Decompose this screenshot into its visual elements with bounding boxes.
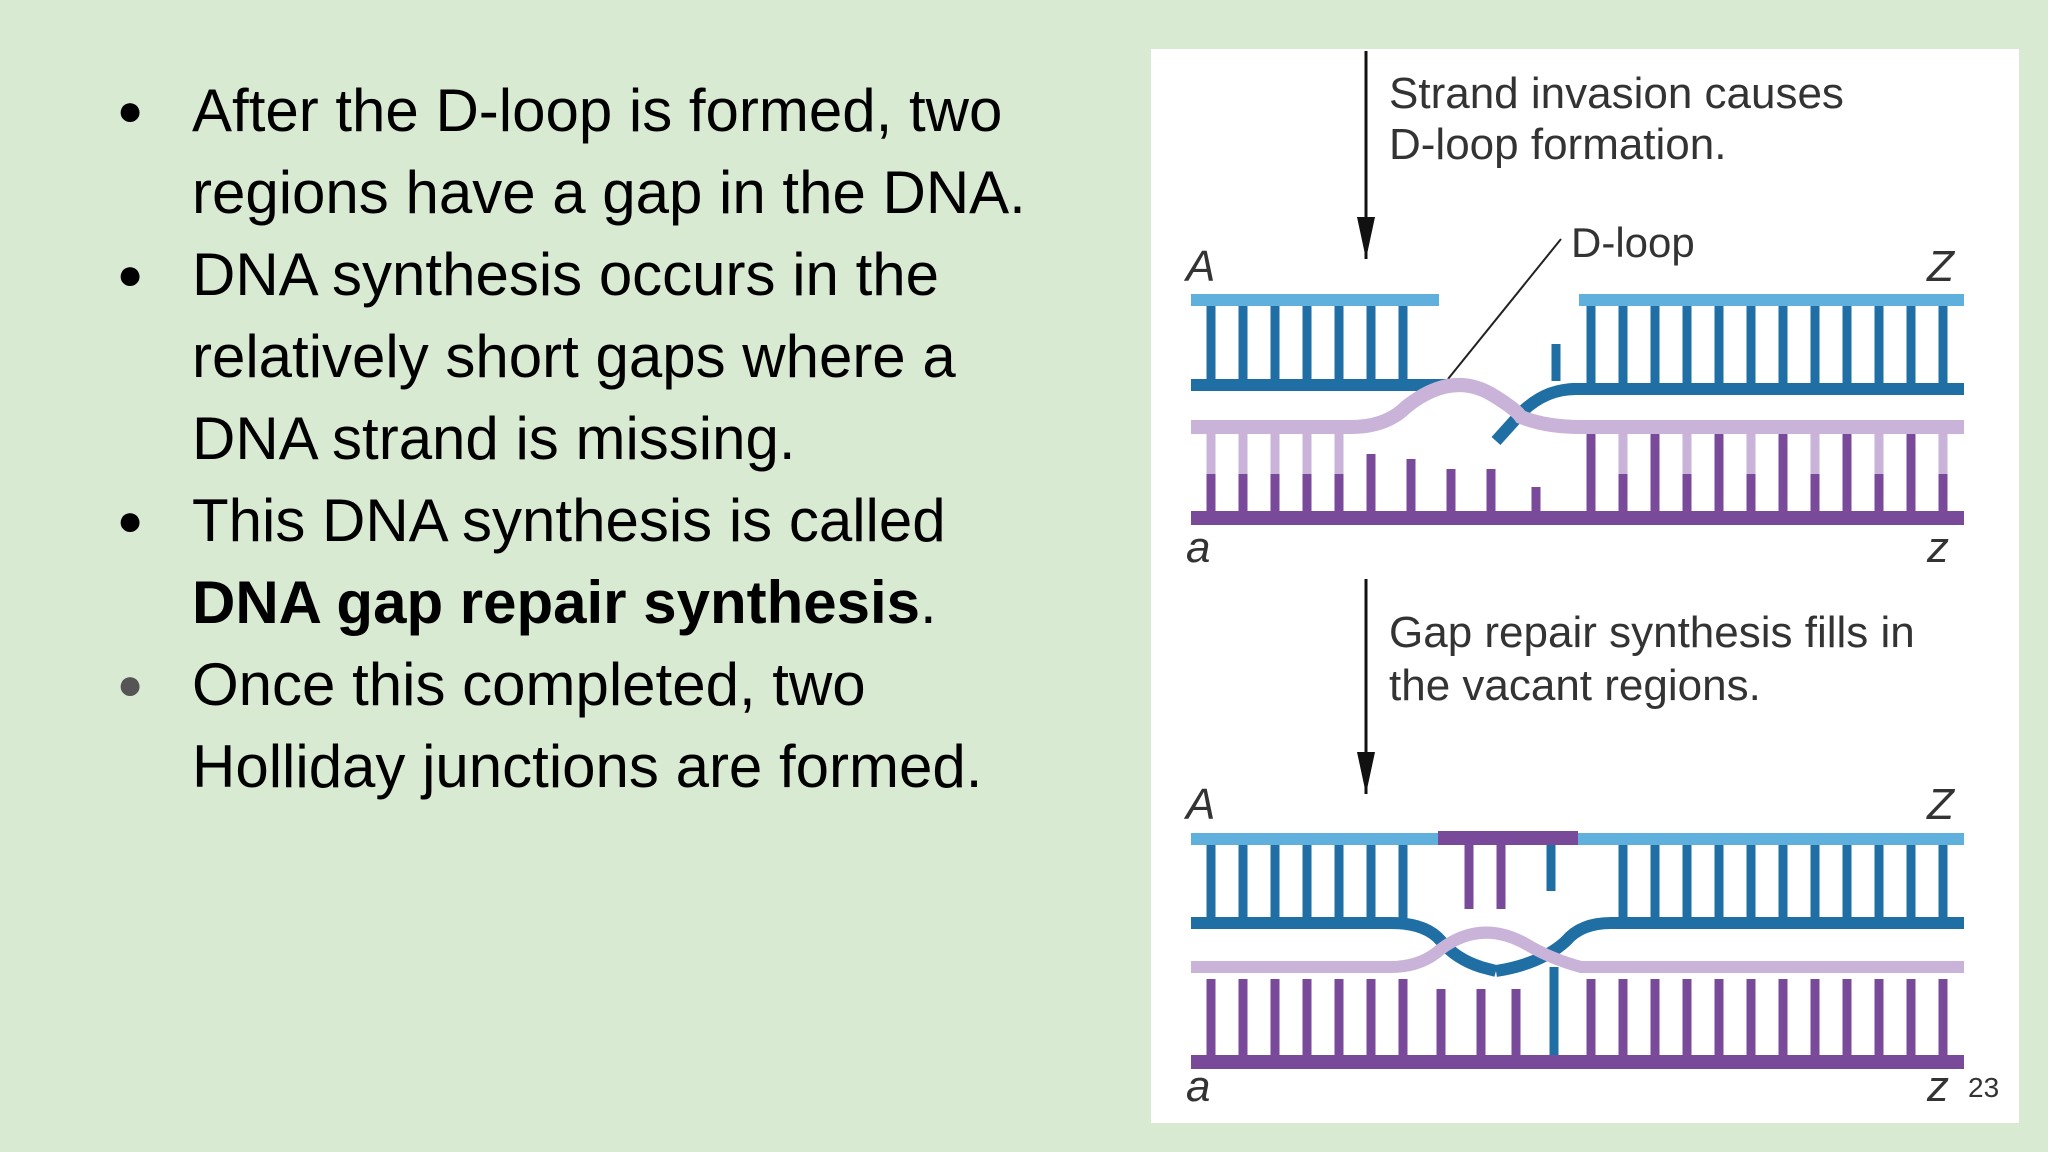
arrow-top-head bbox=[1357, 217, 1375, 259]
strand-blue-light-right bbox=[1579, 294, 1964, 306]
bullet-text-bold: DNA gap repair synthesis bbox=[192, 569, 920, 636]
page-number: 23 bbox=[1968, 1072, 2000, 1103]
bullet-item-4: ● Once this completed, two Holliday junc… bbox=[100, 644, 1080, 808]
rungs-purple-bottom bbox=[1206, 845, 1948, 1055]
repair-segment-purple bbox=[1438, 831, 1578, 845]
strand-purple-light-bottom bbox=[1191, 926, 1964, 973]
rungs-blue-top bbox=[1206, 306, 1948, 389]
bullet-item-3: ● This DNA synthesis is called DNA gap r… bbox=[100, 480, 1080, 644]
dna-diagram: Strand invasion causes D-loop formation.… bbox=[1151, 49, 2019, 1123]
bullet-item-1: ● After the D-loop is formed, two region… bbox=[100, 70, 1080, 234]
label-z-top: z bbox=[1926, 523, 1949, 572]
bullet-text-suffix: . bbox=[920, 569, 937, 636]
strand-blue-dark-left bbox=[1191, 379, 1451, 391]
bullet-text: Once this completed, two Holliday juncti… bbox=[192, 651, 983, 800]
bullet-text: After the D-loop is formed, two regions … bbox=[192, 77, 1026, 226]
dloop-pointer bbox=[1447, 238, 1562, 380]
bullet-dot: ● bbox=[116, 496, 144, 545]
rungs-blue-bottom bbox=[1206, 845, 1948, 1055]
label-a-bottom: a bbox=[1186, 1062, 1210, 1111]
caption-top-line2: D-loop formation. bbox=[1389, 120, 1726, 169]
bullet-list: ● After the D-loop is formed, two region… bbox=[100, 70, 1080, 808]
label-Z-bottom: Z bbox=[1926, 780, 1956, 829]
rungs-purple-dark-top bbox=[1206, 434, 1948, 511]
rungs-purple-light-top bbox=[1206, 434, 1948, 474]
strand-blue-dark-bottom-left bbox=[1191, 917, 1498, 977]
bullet-text-prefix: This DNA synthesis is called bbox=[192, 487, 946, 554]
label-A-bottom: A bbox=[1183, 780, 1215, 829]
label-z-bottom: z bbox=[1926, 1062, 1949, 1111]
strand-purple-dark-bottom bbox=[1191, 1055, 1964, 1069]
strand-purple-dark bbox=[1191, 511, 1964, 525]
caption-bottom-line2: the vacant regions. bbox=[1389, 661, 1761, 710]
label-A-top: A bbox=[1183, 242, 1215, 291]
arrow-bottom-head bbox=[1357, 752, 1375, 794]
label-Z-top: Z bbox=[1926, 242, 1956, 291]
strand-blue-dark-bottom-right bbox=[1495, 917, 1964, 977]
bullet-text: DNA synthesis occurs in the relatively s… bbox=[192, 241, 956, 472]
caption-bottom-line1: Gap repair synthesis fills in bbox=[1389, 608, 1915, 657]
strand-blue-light-left bbox=[1191, 294, 1439, 306]
bullet-dot: ● bbox=[116, 250, 144, 299]
dna-diagram-svg: Strand invasion causes D-loop formation.… bbox=[1183, 51, 1964, 1111]
bullet-dot: ● bbox=[116, 86, 144, 135]
bullet-dot: ● bbox=[116, 660, 144, 709]
label-a-top: a bbox=[1186, 523, 1210, 572]
strand-purple-light bbox=[1191, 378, 1964, 434]
bullet-item-2: ● DNA synthesis occurs in the relatively… bbox=[100, 234, 1080, 480]
dloop-label: D-loop bbox=[1571, 219, 1695, 266]
caption-top-line1: Strand invasion causes bbox=[1389, 69, 1844, 118]
